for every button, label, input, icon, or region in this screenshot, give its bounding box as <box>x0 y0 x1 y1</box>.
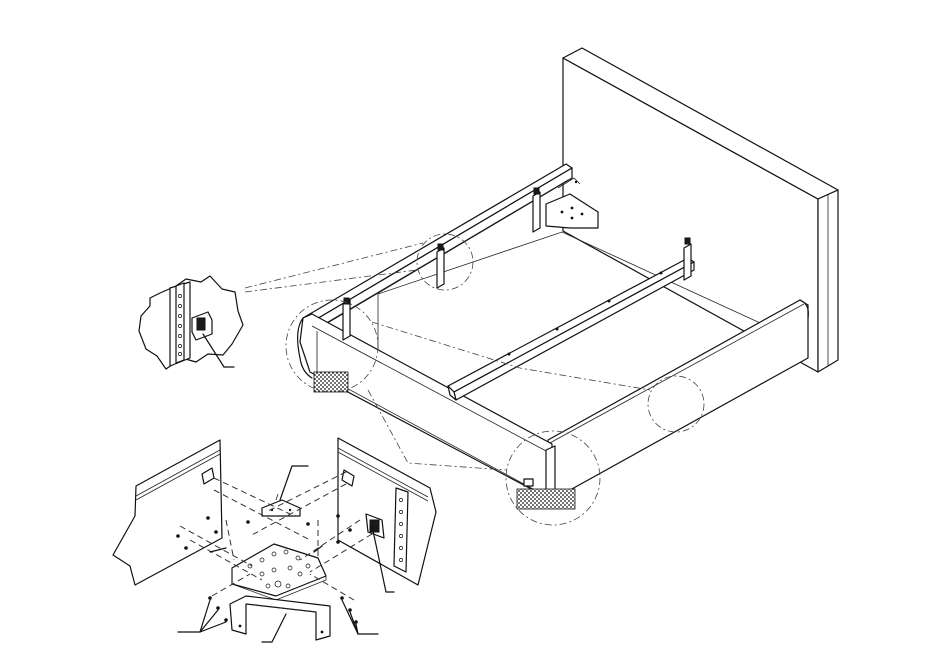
bracket-icon <box>192 312 212 340</box>
callout-leader <box>280 466 308 500</box>
detail-slot-hanger <box>139 276 243 369</box>
leg-block <box>230 596 330 640</box>
callout-leader <box>262 614 286 642</box>
corner-plate <box>232 544 326 600</box>
center-beam <box>448 258 694 400</box>
callout-leader <box>203 334 224 367</box>
leg-front-right <box>517 489 575 509</box>
right-side-rail <box>548 300 808 500</box>
leg-front-left <box>314 372 348 392</box>
detail-corner-assembly <box>113 438 436 642</box>
slot-hanger <box>343 298 350 340</box>
callout-leader <box>342 600 378 634</box>
slot-hanger <box>684 238 691 280</box>
rail-piece-right <box>338 438 436 585</box>
callout-leader <box>178 600 210 632</box>
rail-piece-left <box>113 440 222 585</box>
callout-leader <box>210 548 226 552</box>
